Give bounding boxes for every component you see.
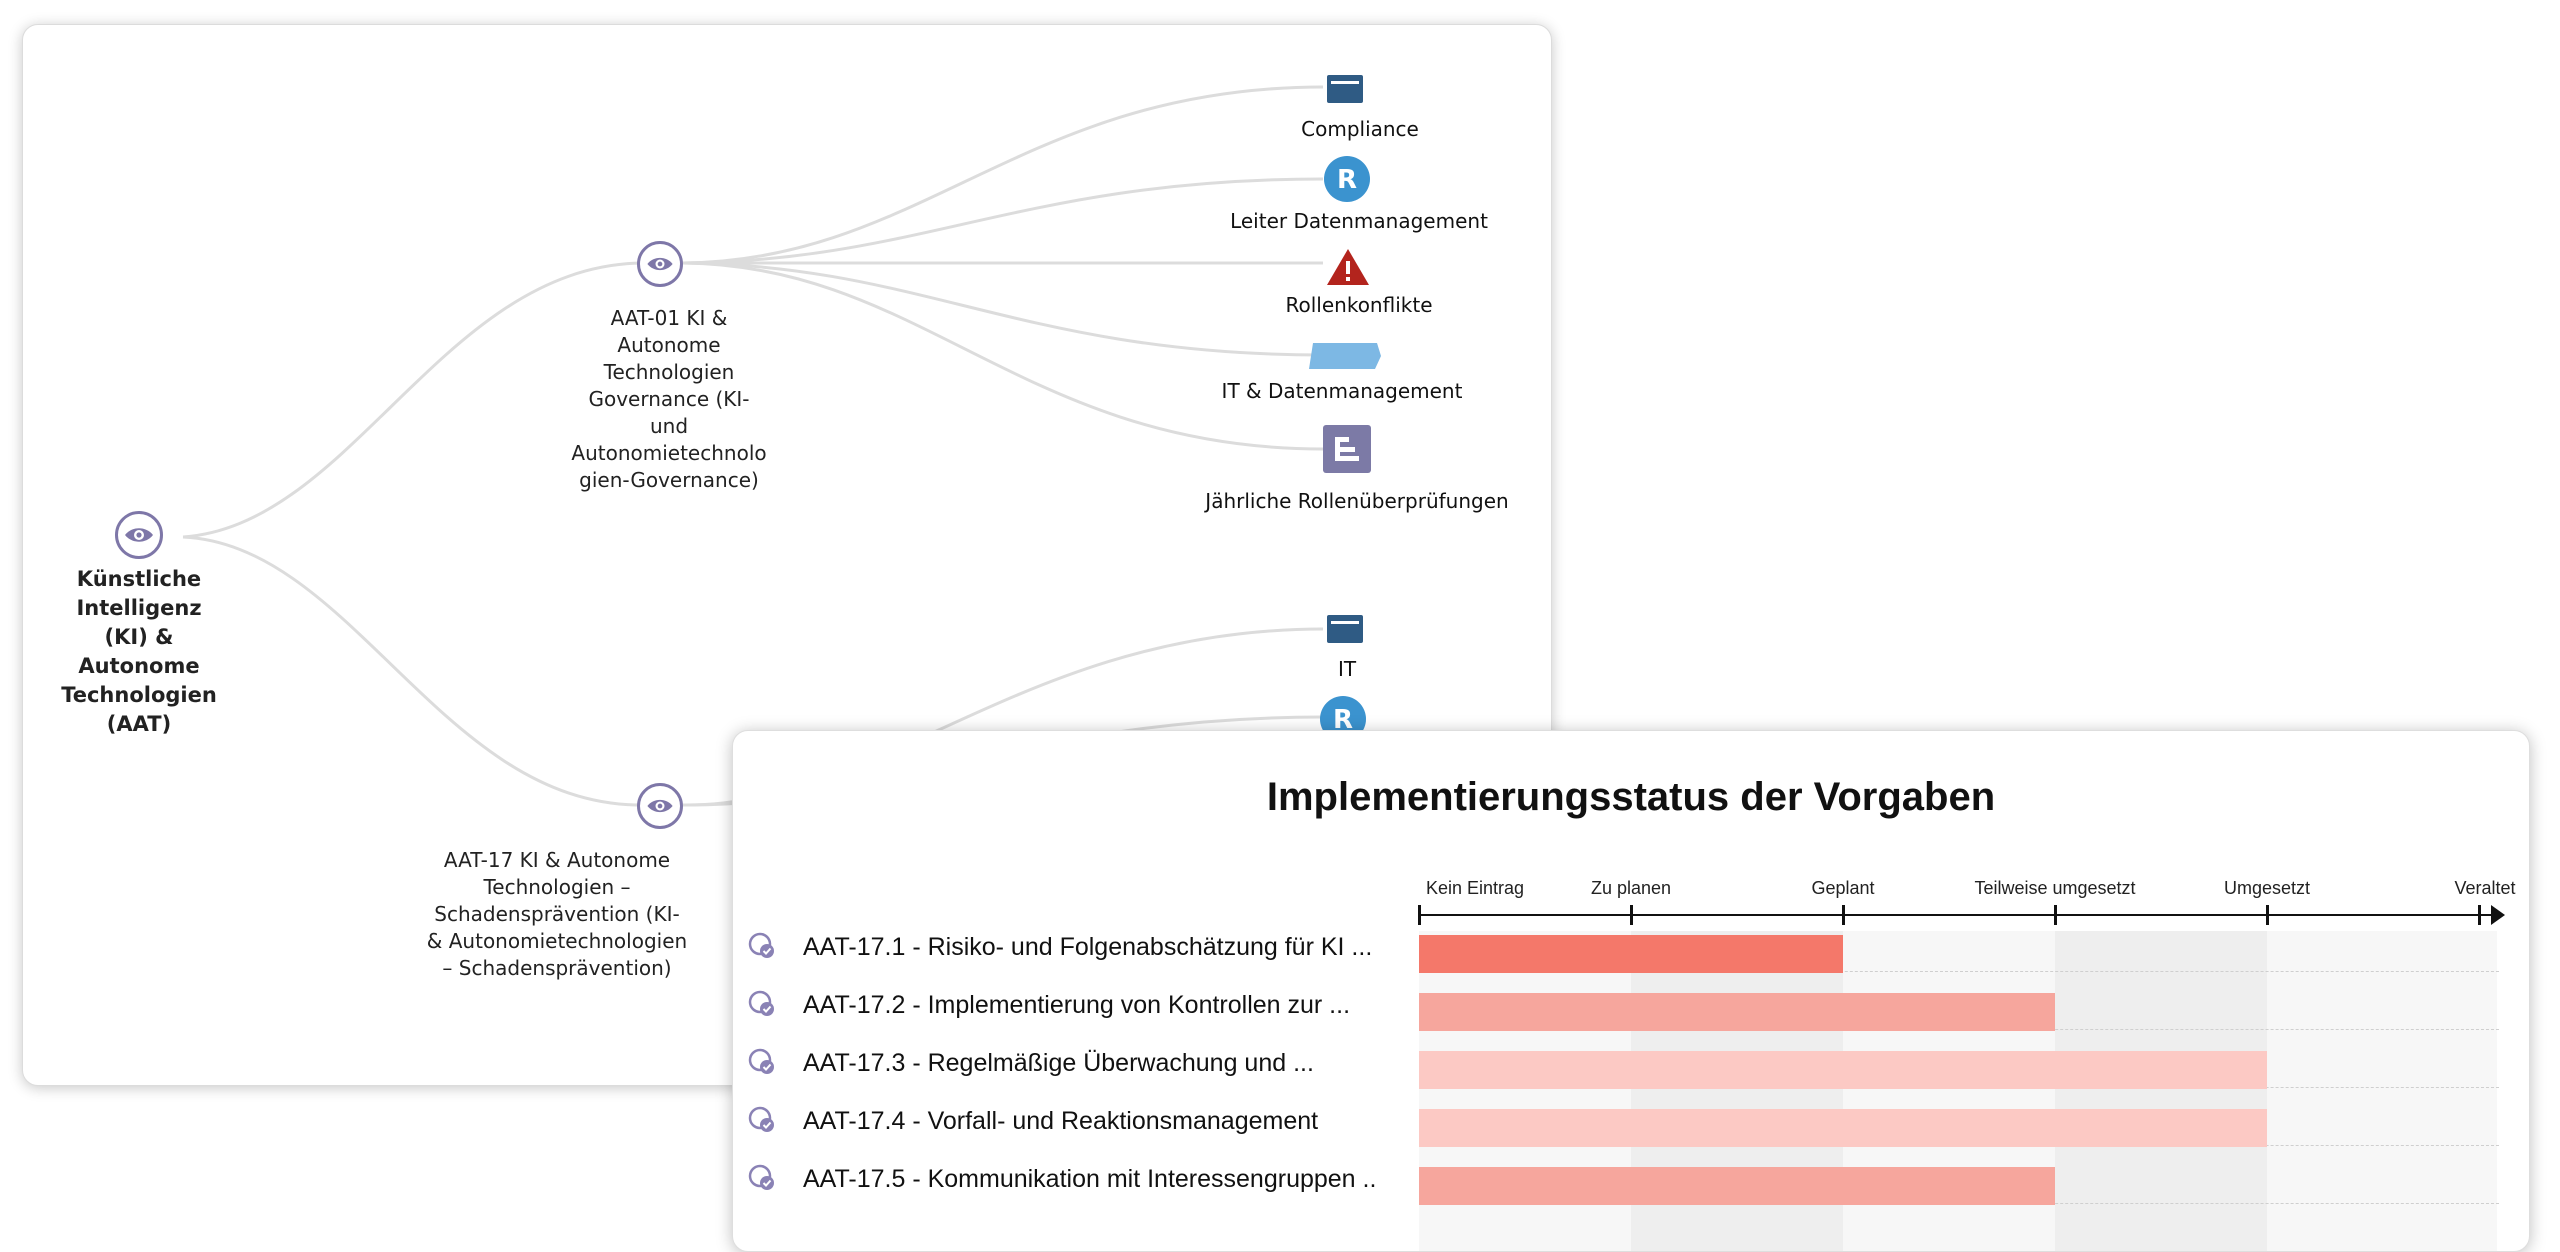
- stage-label: Umgesetzt: [2223, 878, 2311, 898]
- leaf-label-compliance: Compliance: [1301, 117, 1419, 141]
- control-check-icon: [748, 1164, 774, 1190]
- edge-root-aat17: [182, 535, 644, 807]
- control-check-icon: [748, 1048, 774, 1074]
- control-check-icon: [748, 932, 774, 958]
- status-row-label: AAT-17.4 - Vorfall- und Reaktionsmanagem…: [803, 1107, 1319, 1135]
- svg-text:R: R: [1337, 165, 1357, 195]
- status-row-label: AAT-17.1 - Risiko- und Folgenabschätzung…: [803, 933, 1373, 961]
- stage-tick: [1630, 905, 1633, 925]
- leaf-label-leiter: Leiter Datenmanagement: [1230, 209, 1488, 233]
- root-node[interactable]: [115, 511, 163, 559]
- status-bar: [1419, 935, 1843, 973]
- role-r-icon[interactable]: R: [1323, 155, 1371, 203]
- leaf-label-it-datenmanagement: IT & Datenmanagement: [1221, 379, 1463, 403]
- control-check-icon: [748, 990, 774, 1016]
- status-title: Implementierungsstatus der Vorgaben: [1266, 775, 1996, 819]
- eye-icon: [647, 799, 673, 813]
- status-row-label: AAT-17.3 - Regelmäßige Überwachung und .…: [803, 1049, 1314, 1077]
- edge-aat01-leiter: [682, 177, 1324, 265]
- status-bar: [1419, 1051, 2267, 1089]
- aat17-node[interactable]: [637, 783, 683, 829]
- status-row-label: AAT-17.2 - Implementierung von Kontrolle…: [803, 991, 1351, 1019]
- stage-label: Geplant: [1811, 878, 1875, 898]
- eye-icon: [647, 257, 673, 271]
- stage-band-teilweise: [2055, 931, 2267, 1251]
- control-check-icon: [748, 1106, 774, 1132]
- status-bar: [1419, 1167, 2055, 1205]
- edge-aat01-review: [682, 261, 1324, 451]
- tag-icon[interactable]: [1309, 343, 1381, 369]
- document-icon[interactable]: [1327, 615, 1363, 643]
- aat01-node[interactable]: [637, 241, 683, 287]
- status-row[interactable]: AAT-17.5 - Kommunikation mit Interesseng…: [733, 1153, 2529, 1209]
- leaf-label-rollenkonflikte: Rollenkonflikte: [1285, 293, 1433, 317]
- axis-arrow-icon: [2491, 905, 2505, 925]
- stage-tick: [2054, 905, 2057, 925]
- leaf-label-it: IT: [1337, 657, 1357, 681]
- row-gridline: [1419, 971, 2499, 972]
- stage-band-umgesetzt: [2267, 931, 2497, 1251]
- stage-label: Zu planen: [1590, 878, 1672, 898]
- stage-tick: [1842, 905, 1845, 925]
- edge-root-aat01: [182, 261, 644, 539]
- stage-label: Teilweise umgesetzt: [1974, 878, 2136, 898]
- stage-tick: [2478, 905, 2481, 925]
- status-row[interactable]: AAT-17.4 - Vorfall- und Reaktionsmanagem…: [733, 1095, 2529, 1151]
- edge-aat01-it-daten: [682, 261, 1324, 357]
- warning-icon[interactable]: [1325, 247, 1371, 287]
- status-bar: [1419, 1109, 2267, 1147]
- stage-tick: [2266, 905, 2269, 925]
- implementation-status-card: Implementierungsstatus der Vorgaben Kein…: [732, 730, 2530, 1252]
- status-row-label: AAT-17.5 - Kommunikation mit Interesseng…: [803, 1165, 1377, 1193]
- leaf-label-review: Jährliche Rollenüberprüfungen: [1205, 489, 1509, 513]
- hierarchy-icon[interactable]: [1323, 425, 1371, 473]
- stage-tick: [1418, 905, 1421, 925]
- stage-axis: [1419, 914, 2497, 916]
- stage-label: Veraltet: [2454, 878, 2516, 898]
- document-icon[interactable]: [1327, 75, 1363, 103]
- status-bar: [1419, 993, 2055, 1031]
- status-row[interactable]: AAT-17.3 - Regelmäßige Überwachung und .…: [733, 1037, 2529, 1093]
- eye-icon: [125, 528, 153, 542]
- status-row[interactable]: AAT-17.2 - Implementierung von Kontrolle…: [733, 979, 2529, 1035]
- status-row[interactable]: AAT-17.1 - Risiko- und Folgenabschätzung…: [733, 921, 2529, 977]
- stage-label: Kein Eintrag: [1425, 878, 1525, 898]
- svg-text:R: R: [1333, 705, 1353, 735]
- edge-aat01-compliance: [682, 85, 1324, 265]
